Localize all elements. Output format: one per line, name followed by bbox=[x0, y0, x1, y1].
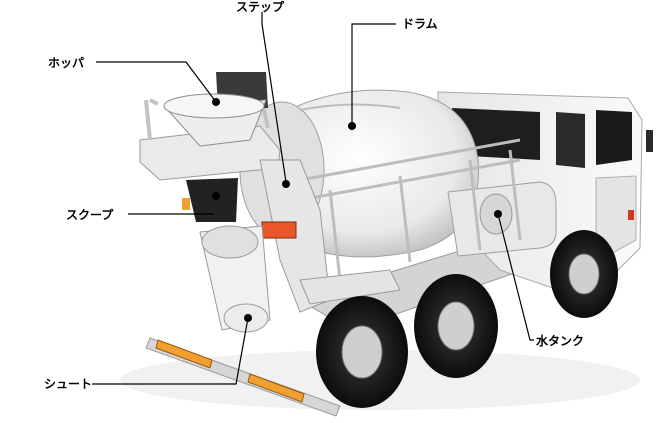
chute-leader bbox=[92, 317, 249, 385]
rear-bumper bbox=[145, 337, 341, 417]
reflector-right bbox=[247, 373, 305, 403]
rear-step-plate bbox=[299, 269, 401, 305]
rear-platform bbox=[139, 98, 401, 313]
label-scoop: スクープ bbox=[66, 208, 114, 222]
label-drum: ドラム bbox=[402, 17, 438, 31]
label-hopper: ホッパ bbox=[48, 56, 85, 70]
label-step: ステップ bbox=[236, 0, 285, 14]
step-leader bbox=[261, 12, 287, 183]
side-mirror bbox=[646, 130, 653, 152]
water-tank-leader bbox=[497, 213, 534, 341]
scoop-shape bbox=[186, 178, 238, 222]
cab-lamp bbox=[628, 210, 634, 220]
wheels bbox=[316, 230, 618, 408]
chute-shape bbox=[199, 225, 271, 333]
label-water-tank: 水タンク bbox=[536, 334, 585, 348]
reflector-left bbox=[155, 339, 213, 369]
cab-door-window bbox=[556, 112, 585, 168]
hopper-leader bbox=[96, 61, 217, 103]
drum-leader bbox=[351, 23, 396, 126]
leader-lines bbox=[92, 12, 534, 385]
hopper-shape bbox=[163, 72, 268, 147]
side-rail bbox=[299, 138, 522, 281]
water-tank-shape bbox=[447, 181, 557, 257]
side-marker-lamp bbox=[182, 198, 190, 210]
label-chute: シュート bbox=[44, 377, 93, 391]
tail-lamp bbox=[261, 221, 297, 239]
leader-dots bbox=[212, 98, 502, 322]
cab-windshield bbox=[596, 110, 632, 165]
